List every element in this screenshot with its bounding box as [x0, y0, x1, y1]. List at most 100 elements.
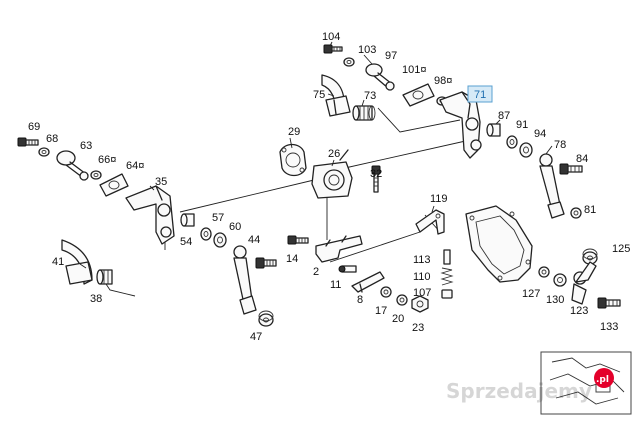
- callout-38[interactable]: 38: [90, 293, 102, 305]
- callout-125[interactable]: 125: [612, 243, 630, 255]
- callout-69[interactable]: 69: [28, 121, 40, 133]
- callout-103[interactable]: 103: [358, 44, 376, 56]
- callout-123[interactable]: 123: [570, 305, 588, 317]
- callout-133[interactable]: 133: [600, 321, 618, 333]
- callout-71[interactable]: 71: [474, 89, 486, 101]
- part-81-bushing[interactable]: [570, 207, 582, 219]
- callout-2[interactable]: 2: [313, 266, 319, 278]
- part-66-washer[interactable]: [90, 170, 102, 180]
- callout-63[interactable]: 63: [80, 140, 92, 152]
- transmission-cover-housing[interactable]: [465, 205, 533, 283]
- callout-94[interactable]: 94: [534, 128, 546, 140]
- callout-101[interactable]: 101¤: [402, 64, 426, 76]
- part-125-bushing[interactable]: [582, 248, 598, 265]
- callout-17[interactable]: 17: [375, 305, 387, 317]
- overview-thumbnail[interactable]: [540, 351, 632, 415]
- part-94-washer[interactable]: [519, 142, 533, 158]
- part-78-lever[interactable]: [539, 153, 565, 219]
- part-130-washer[interactable]: [553, 273, 567, 287]
- part-75-shift-fork[interactable]: [321, 74, 351, 117]
- part-44-lever[interactable]: [233, 245, 257, 315]
- callout-26[interactable]: 26: [328, 148, 340, 160]
- part-73-sleeve[interactable]: [352, 105, 376, 121]
- part-119-bracket[interactable]: [415, 209, 445, 235]
- part-84-bolt[interactable]: [559, 163, 583, 175]
- callout-leaders: [79, 41, 553, 269]
- callout-41[interactable]: 41: [52, 256, 64, 268]
- part-110-spring[interactable]: [440, 267, 454, 286]
- part-14-bolt[interactable]: [287, 235, 309, 245]
- part-103-bushing[interactable]: [343, 57, 355, 67]
- callout-104[interactable]: 104: [322, 31, 340, 43]
- part-69-bolt[interactable]: [17, 137, 39, 147]
- part-97-lever-pin[interactable]: [365, 63, 395, 91]
- callout-11[interactable]: 11: [330, 279, 341, 291]
- callout-23[interactable]: 23: [412, 322, 424, 334]
- part-133-bolt[interactable]: [597, 297, 621, 309]
- part-87-sleeve[interactable]: [486, 123, 501, 137]
- part-23-nut[interactable]: [411, 295, 429, 313]
- callout-75[interactable]: 75: [313, 89, 325, 101]
- callout-29[interactable]: 29: [288, 126, 300, 138]
- part-29-gasket[interactable]: [279, 143, 307, 177]
- part-101-plate[interactable]: [402, 83, 435, 107]
- callout-68[interactable]: 68: [46, 133, 58, 145]
- callout-87[interactable]: 87: [498, 110, 510, 122]
- part-64-plate[interactable]: [99, 173, 129, 197]
- part-2-detent-plate[interactable]: [315, 235, 363, 263]
- callout-91[interactable]: 91: [516, 119, 528, 131]
- callout-20[interactable]: 20: [392, 313, 404, 325]
- part-8-clip[interactable]: [351, 271, 385, 293]
- part-38-sleeve[interactable]: [96, 269, 113, 285]
- callout-8[interactable]: 8: [357, 294, 363, 306]
- part-41-shift-fork[interactable]: [61, 239, 93, 285]
- part-127-washer[interactable]: [538, 266, 550, 278]
- callout-78[interactable]: 78: [554, 139, 566, 151]
- callout-60[interactable]: 60: [229, 221, 241, 233]
- part-71-fork-assembly[interactable]: [439, 91, 482, 159]
- callout-81[interactable]: 81: [584, 204, 596, 216]
- part-104-bolt[interactable]: [323, 44, 343, 54]
- watermark-text: Sprzedajemy: [446, 379, 592, 403]
- part-123-lever[interactable]: [571, 261, 597, 305]
- part-113-pin[interactable]: [443, 249, 451, 265]
- part-57-sleeve[interactable]: [180, 213, 195, 227]
- callout-98[interactable]: 98¤: [434, 75, 452, 87]
- callout-57[interactable]: 57: [212, 212, 224, 224]
- watermark: Sprzedajemy .pl: [446, 368, 614, 403]
- callout-119[interactable]: 119: [430, 193, 448, 205]
- part-63-lever-pin[interactable]: [56, 150, 89, 181]
- part-35-shift-fork[interactable]: [125, 185, 175, 245]
- part-60-washer[interactable]: [213, 232, 227, 248]
- part-91-washer[interactable]: [506, 135, 518, 149]
- part-11-pin[interactable]: [338, 265, 357, 273]
- part-107-plug[interactable]: [441, 289, 453, 299]
- callout-labels: 104 103 97 101¤ 98¤ 71 75 73 87 91 94 78…: [28, 31, 630, 343]
- callout-35[interactable]: 35: [155, 176, 167, 188]
- part-44-bolt[interactable]: [255, 257, 277, 269]
- callout-97[interactable]: 97: [385, 50, 397, 62]
- callout-113[interactable]: 113: [413, 254, 431, 266]
- callout-110[interactable]: 110: [413, 271, 431, 283]
- callout-73[interactable]: 73: [364, 90, 376, 102]
- part-47-bushing[interactable]: [258, 310, 274, 327]
- callout-32[interactable]: 32: [370, 168, 382, 180]
- callout-64[interactable]: 64¤: [126, 160, 144, 172]
- callout-71-highlight: [467, 85, 493, 103]
- callout-107[interactable]: 107: [413, 287, 431, 299]
- callout-127[interactable]: 127: [522, 288, 540, 300]
- callout-66[interactable]: 66¤: [98, 154, 116, 166]
- callout-54[interactable]: 54: [180, 236, 192, 248]
- callout-84[interactable]: 84: [576, 153, 588, 165]
- part-26-selector-housing[interactable]: [311, 149, 353, 199]
- callout-44[interactable]: 44: [248, 234, 260, 246]
- part-17-washer[interactable]: [380, 286, 392, 298]
- part-68-washer[interactable]: [38, 147, 50, 157]
- callout-14[interactable]: 14: [286, 253, 298, 265]
- callout-47[interactable]: 47: [250, 331, 262, 343]
- part-20-washer[interactable]: [396, 294, 408, 306]
- part-32-bolt[interactable]: [371, 165, 381, 193]
- callout-130[interactable]: 130: [546, 294, 564, 306]
- part-54-washer[interactable]: [200, 227, 212, 241]
